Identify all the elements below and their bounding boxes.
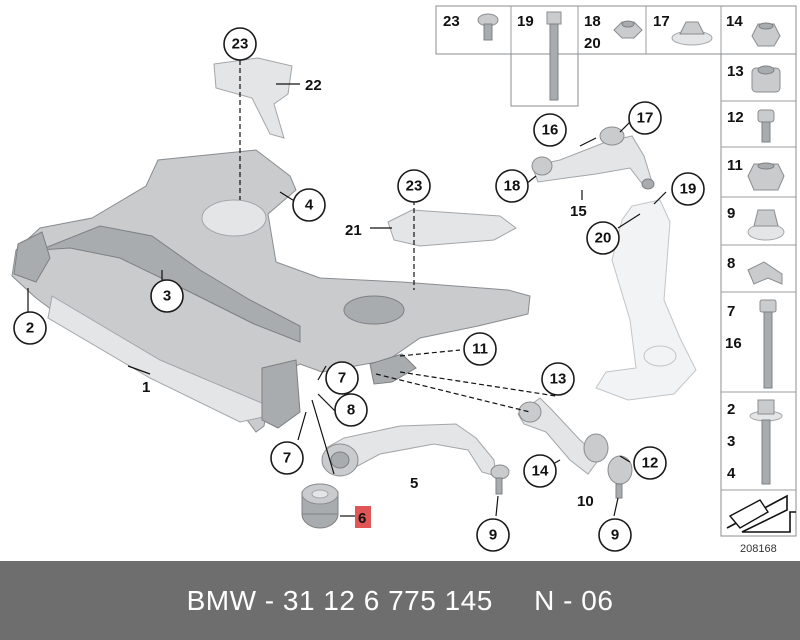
hw-label-20: 20: [584, 35, 601, 52]
callout-17: 17: [628, 101, 662, 135]
callout-2: 2: [13, 311, 47, 345]
svg-text:23: 23: [406, 178, 423, 195]
nut-icon-11: [747, 162, 785, 191]
svg-text:12: 12: [642, 455, 659, 472]
bolt-icon-19: [546, 11, 562, 101]
hw-label-18: 18: [584, 13, 601, 30]
wheel-carrier-ghost: [595, 199, 697, 401]
wishbone-lower: [321, 423, 510, 495]
callout-8: 8: [334, 393, 368, 427]
label-10: 10: [577, 493, 594, 510]
label-5: 5: [410, 475, 418, 492]
callout-11: 11: [463, 332, 497, 366]
hw-label-16: 16: [725, 335, 742, 352]
svg-text:23: 23: [232, 36, 249, 53]
hw-label-9: 9: [727, 205, 735, 222]
svg-text:3: 3: [163, 288, 171, 305]
hw-label-2: 2: [727, 401, 735, 418]
label-22: 22: [305, 77, 322, 94]
nut-icon-14: [751, 22, 781, 47]
callout-7-lower: 7: [270, 441, 304, 475]
hw-label-8: 8: [727, 255, 735, 272]
callout-9-right: 9: [598, 518, 632, 552]
callout-18: 18: [495, 169, 529, 203]
callout-4: 4: [292, 188, 326, 222]
hardware-panel: [435, 5, 797, 537]
tension-strut: [517, 397, 633, 499]
hardware-right-column: 13 12 11 9 8 7 16 2 3 4: [725, 63, 796, 533]
hw-label-7: 7: [727, 303, 735, 320]
clip-icon-8: [747, 261, 783, 285]
svg-text:7: 7: [283, 450, 291, 467]
front-subframe: [11, 149, 531, 433]
callout-20: 20: [586, 221, 620, 255]
hw-label-13: 13: [727, 63, 744, 80]
svg-text:9: 9: [611, 527, 619, 544]
svg-text:18: 18: [504, 178, 521, 195]
callout-9-left: 9: [476, 518, 510, 552]
heat-shield-lower: [387, 209, 517, 247]
hw-label-4: 4: [727, 465, 736, 482]
svg-text:8: 8: [347, 402, 355, 419]
svg-text:2: 2: [26, 320, 34, 337]
callouts: 23 4 2 3 23 16 17 18 19 20 11 7 8 7 13 1…: [13, 27, 705, 552]
hw-label-19: 19: [517, 13, 534, 30]
exploded-parts-diagram: 23 19 18 20 17 14 13 12 11: [11, 5, 797, 555]
label-15: 15: [570, 203, 587, 220]
part-number-footer: BMW - 31 12 6 775 145 N - 06: [0, 561, 800, 640]
rubber-mount: [301, 483, 339, 529]
hw-label-12: 12: [727, 109, 744, 126]
svg-text:4: 4: [305, 197, 314, 214]
callout-19: 19: [671, 172, 705, 206]
callout-14: 14: [523, 454, 557, 488]
svg-text:20: 20: [595, 230, 612, 247]
bolt-icon-7: [759, 299, 777, 389]
hardware-top-row: 23 19 18 20 17 14: [443, 11, 781, 101]
callout-23-upper: 23: [223, 27, 257, 61]
label-6: 6: [358, 510, 366, 527]
screw-icon-23: [477, 13, 499, 41]
svg-text:13: 13: [550, 371, 567, 388]
diagram-number: 208168: [740, 543, 777, 555]
highlight-box: [355, 506, 371, 528]
nut-icon-13: [751, 65, 781, 93]
hw-label-23: 23: [443, 13, 460, 30]
hw-label-17: 17: [653, 13, 670, 30]
callout-7-upper: 7: [325, 361, 359, 395]
svg-text:19: 19: [680, 181, 697, 198]
bolt-icon-12: [757, 109, 775, 143]
hw-label-14: 14: [726, 13, 743, 30]
upper-control-arm: [531, 126, 655, 190]
washer-nut-icon-17: [671, 21, 713, 46]
label-1: 1: [142, 379, 150, 396]
svg-text:11: 11: [472, 341, 488, 358]
callout-16: 16: [533, 113, 567, 147]
arrow-plate-icon: [726, 494, 796, 533]
svg-text:16: 16: [542, 122, 559, 139]
svg-text:17: 17: [637, 110, 654, 127]
plain-labels: 22 1 21 15 5 10 6 208168: [142, 77, 777, 555]
svg-text:7: 7: [338, 370, 346, 387]
part-number-text: BMW - 31 12 6 775 145 N - 06: [186, 584, 614, 616]
hw-label-3: 3: [727, 433, 735, 450]
heat-shield-upper: [213, 57, 293, 139]
callout-3: 3: [150, 279, 184, 313]
callout-23-lower: 23: [397, 169, 431, 203]
callout-12: 12: [633, 446, 667, 480]
flange-bolt-icon-2: [749, 399, 783, 485]
callout-13: 13: [541, 362, 575, 396]
nut-icon-18: [613, 20, 643, 39]
svg-text:9: 9: [489, 527, 497, 544]
svg-text:14: 14: [532, 463, 549, 480]
washer-nut-icon-9: [747, 209, 785, 241]
hw-label-11: 11: [727, 157, 743, 174]
label-21: 21: [345, 222, 362, 239]
